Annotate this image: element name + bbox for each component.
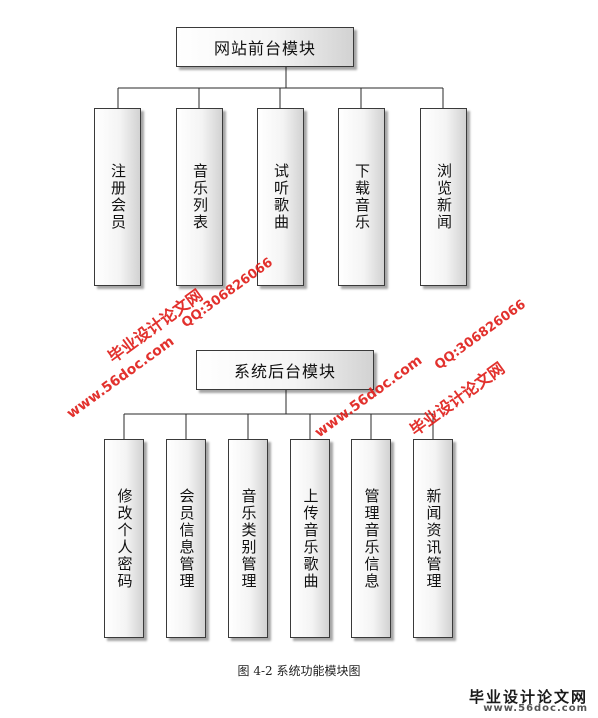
figure-caption: 图 4-2 系统功能模块图 [237,664,361,678]
front-child-register: 注册会员 [94,108,141,286]
site-logo: 毕业设计论文网 www.56doc.com [438,686,588,714]
back-child-change-password: 修改个人密码 [104,439,144,638]
back-child-label: 会员信息管理 [177,487,196,590]
front-child-label: 注册会员 [109,163,127,231]
back-child-label: 修改个人密码 [115,487,134,590]
front-module-box: 网站前台模块 [176,27,354,67]
back-child-label: 管理音乐信息 [362,487,381,590]
front-child-label: 浏览新闻 [435,163,453,231]
back-child-label: 新闻资讯管理 [424,487,443,590]
front-module-title: 网站前台模块 [213,39,316,58]
front-child-label: 音乐列表 [191,163,209,231]
back-module-box: 系统后台模块 [196,350,374,390]
front-child-label: 试听歌曲 [272,163,290,231]
back-child-label: 音乐类别管理 [239,487,258,590]
back-child-label: 上传音乐歌曲 [301,487,320,590]
back-child-news-manage: 新闻资讯管理 [413,439,453,638]
front-child-news: 浏览新闻 [420,108,467,286]
back-module-title: 系统后台模块 [233,362,336,381]
back-child-member-manage: 会员信息管理 [166,439,206,638]
logo-title: 毕业设计论文网 [468,688,588,706]
back-child-upload-music: 上传音乐歌曲 [290,439,330,638]
front-child-label: 下载音乐 [353,163,371,231]
front-child-listen: 试听歌曲 [257,108,304,286]
front-child-music-list: 音乐列表 [176,108,223,286]
logo-url: www.56doc.com [483,703,588,714]
front-child-download: 下载音乐 [338,108,385,286]
back-child-music-info: 管理音乐信息 [351,439,391,638]
back-child-category-manage: 音乐类别管理 [228,439,268,638]
